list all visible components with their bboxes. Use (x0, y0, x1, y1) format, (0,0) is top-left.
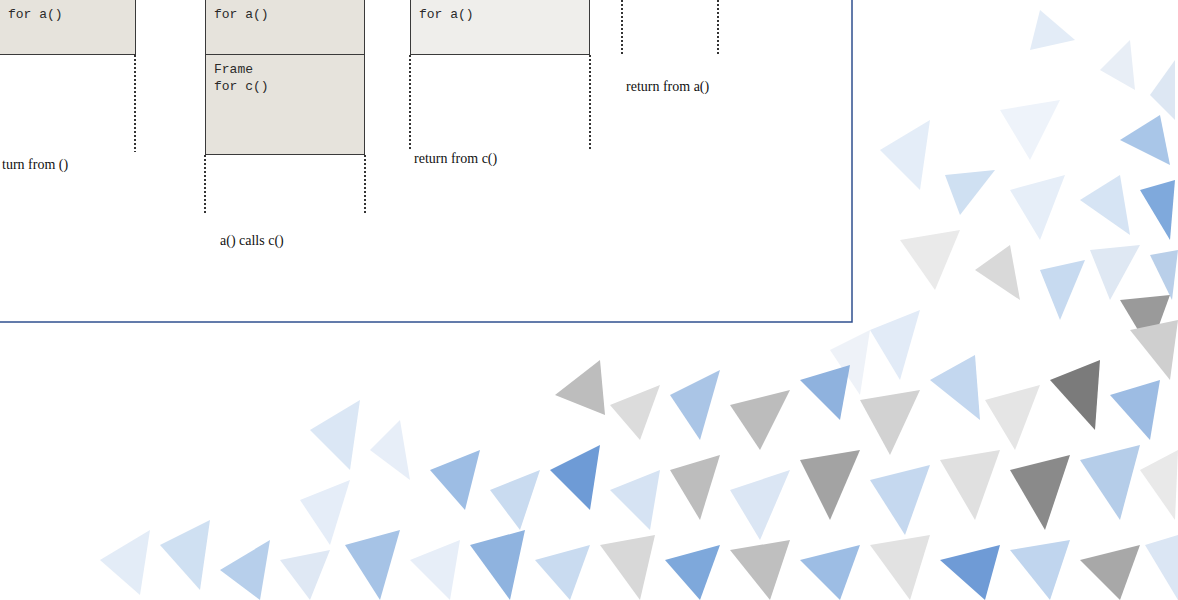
slide-frame (0, 0, 852, 322)
frame-label: Frame for c() (206, 55, 284, 101)
step-caption: return from a() (626, 78, 714, 95)
stack-frame-box: for a() (410, 0, 590, 55)
stack-frame-box: for a() (0, 0, 136, 55)
step-caption: a() calls c() (220, 232, 340, 249)
stack-frame-box: Frame for c() (205, 54, 365, 155)
triangle-pattern (100, 10, 1178, 600)
frame-label: for a() (411, 0, 587, 29)
frame-label: for a() (206, 0, 362, 29)
stack-frame-box: for a() (205, 0, 365, 55)
frame-label: for a() (0, 0, 135, 29)
step-caption: turn from () (2, 156, 82, 173)
stack-boundary-dotted (135, 0, 718, 215)
step-caption: return from c() (414, 150, 502, 167)
